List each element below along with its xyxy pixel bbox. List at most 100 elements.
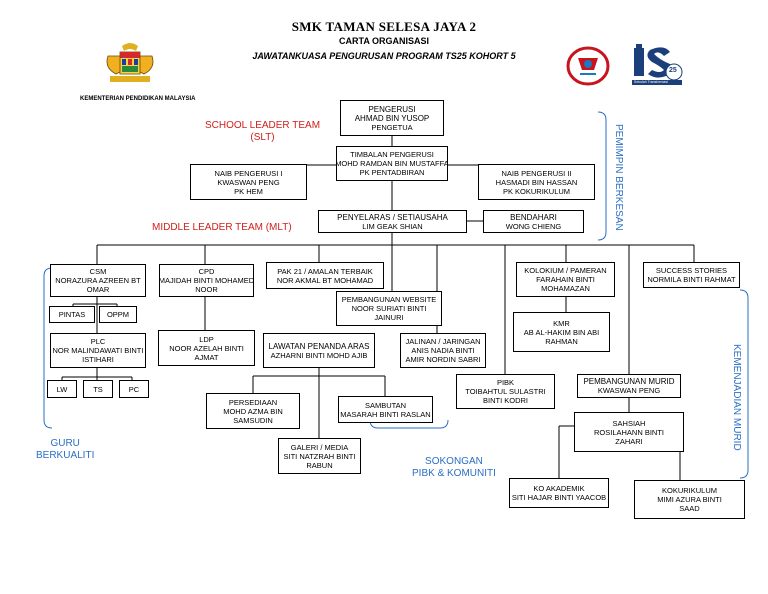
node-galeri: GALERI / MEDIA SITI NATZRAH BINTI RABUN bbox=[278, 438, 361, 474]
node-role: LDP bbox=[199, 334, 214, 344]
sokongan-label-line2: PIBK & KOMUNITI bbox=[412, 468, 496, 479]
school-title: SMK TAMAN SELESA JAYA 2 bbox=[291, 19, 477, 34]
node-person: HASMADI BIN HASSAN bbox=[495, 177, 578, 187]
node-sahsiah: SAHSIAH ROSILAHANN BINTI ZAHARI bbox=[574, 412, 684, 452]
ministry-label: KEMENTERIAN PENDIDIKAN MALAYSIA bbox=[80, 96, 196, 102]
node-person-cont: NOOR bbox=[195, 285, 218, 294]
node-pengerusi: PENGERUSI AHMAD BIN YUSOP PENGETUA bbox=[340, 100, 444, 136]
node-role: CSM bbox=[89, 267, 107, 276]
node-role: SAMBUTAN bbox=[364, 400, 407, 410]
node-role: CPD bbox=[198, 267, 215, 276]
node-role: PINTAS bbox=[58, 310, 86, 319]
node-person: AZHARNI BINTI MOHD AJIB bbox=[270, 350, 368, 360]
node-role: NAIB PENGERUSI I bbox=[214, 168, 283, 178]
node-lw: LW bbox=[47, 380, 77, 398]
node-bendahari: BENDAHARI WONG CHIENG bbox=[483, 210, 584, 233]
node-person: AHMAD BIN YUSOP bbox=[354, 113, 430, 123]
sokongan-bracket bbox=[369, 419, 449, 429]
node-role: PLC bbox=[90, 337, 106, 346]
node-person-cont: ZAHARI bbox=[615, 436, 643, 446]
node-pintas: PINTAS bbox=[49, 306, 95, 323]
node-role: OPPM bbox=[106, 310, 130, 319]
mlt-label: MIDDLE LEADER TEAM (MLT) bbox=[152, 222, 292, 233]
node-person: KWASWAN PENG bbox=[217, 177, 280, 187]
node-role: NAIB PENGERUSI II bbox=[501, 168, 572, 178]
node-person-cont: OMAR bbox=[86, 285, 110, 294]
node-role: PENGERUSI bbox=[368, 104, 416, 114]
node-timbalan: TIMBALAN PENGERUSI MOHD RAMDAN BIN MUSTA… bbox=[336, 146, 448, 181]
node-role: TIMBALAN PENGERUSI bbox=[350, 150, 434, 159]
ts25-number: 25 bbox=[669, 67, 677, 74]
kemenjadian-bracket bbox=[739, 289, 749, 479]
node-lawatan: LAWATAN PENANDA ARAS AZHARNI BINTI MOHD … bbox=[263, 333, 375, 368]
guru-label-line2: BERKUALITI bbox=[36, 450, 95, 461]
node-role: TS bbox=[93, 384, 103, 394]
node-post: PK PENTADBIRAN bbox=[359, 168, 425, 177]
node-person: ROSILAHANN BINTI bbox=[593, 427, 664, 437]
node-person: MOHD AZMA BIN bbox=[223, 406, 283, 416]
chart-title: CARTA ORGANISASI bbox=[339, 36, 429, 46]
node-person-cont: SAMSUDIN bbox=[233, 415, 273, 425]
node-role: BENDAHARI bbox=[510, 212, 557, 222]
node-person: ANIS NADIA BINTI bbox=[411, 346, 475, 355]
node-ts: TS bbox=[83, 380, 113, 398]
node-cpd: CPD MAJIDAH BINTI MOHAMED NOOR bbox=[159, 264, 254, 297]
node-person: MAJIDAH BINTI MOHAMED bbox=[159, 276, 254, 285]
ts25-caption: Sekolah Transformasi bbox=[634, 80, 668, 84]
node-person-cont: BINTI KODRI bbox=[482, 396, 528, 405]
node-ldp: LDP NOOR AZELAH BINTI AJMAT bbox=[158, 330, 255, 366]
slt-label-line1: SCHOOL LEADER TEAM bbox=[205, 120, 321, 131]
node-person: WONG CHIENG bbox=[505, 221, 562, 231]
guru-bracket bbox=[43, 267, 53, 429]
node-naib1: NAIB PENGERUSI I KWASWAN PENG PK HEM bbox=[190, 164, 307, 200]
kepimpinan-label: PEMIMPIN BERKESAN bbox=[613, 124, 624, 231]
node-sambutan: SAMBUTAN MASARAH BINTI RASLAN bbox=[338, 396, 433, 423]
node-role: SUCCESS STORIES bbox=[655, 266, 728, 275]
node-persediaan: PERSEDIAAN MOHD AZMA BIN SAMSUDIN bbox=[206, 393, 300, 429]
node-jalinan: JALINAN / JARINGAN ANIS NADIA BINTI AMIR… bbox=[400, 333, 486, 368]
node-person: MIMI AZURA BINTI bbox=[657, 495, 722, 504]
node-person: KWASWAN PENG bbox=[597, 386, 661, 395]
node-role: PAK 21 / AMALAN TERBAIK bbox=[277, 266, 373, 276]
slt-label: SCHOOL LEADER TEAM (SLT) bbox=[205, 120, 320, 144]
node-person: LIM GEAK SHIAN bbox=[362, 221, 423, 231]
slt-label-line2: (SLT) bbox=[250, 132, 275, 143]
node-penyelaras: PENYELARAS / SETIAUSAHA LIM GEAK SHIAN bbox=[318, 210, 467, 233]
node-person: FARAHAIN BINTI bbox=[536, 275, 595, 284]
guru-label: GURU BERKUALITI bbox=[36, 438, 94, 462]
node-role: SAHSIAH bbox=[612, 418, 646, 428]
node-pc: PC bbox=[119, 380, 149, 398]
node-person: MOHD RAMDAN BIN MUSTAFFA bbox=[336, 159, 448, 168]
node-person: MASARAH BINTI RASLAN bbox=[340, 409, 431, 419]
node-person-cont: JAINURI bbox=[374, 313, 404, 322]
ts25-logo-icon: 25 Sekolah Transformasi bbox=[630, 42, 684, 93]
node-role: PENYELARAS / SETIAUSAHA bbox=[337, 212, 448, 222]
node-kolokium: KOLOKIUM / PAMERAN FARAHAIN BINTI MOHAMA… bbox=[516, 262, 615, 297]
node-role: KOLOKIUM / PAMERAN bbox=[524, 266, 607, 275]
node-person: NORMILA BINTI RAHMAT bbox=[647, 275, 736, 284]
node-post: PK KOKURIKULUM bbox=[502, 186, 571, 196]
node-oppm: OPPM bbox=[99, 306, 137, 323]
node-role: GALERI / MEDIA bbox=[290, 442, 349, 452]
node-person-cont: RAHMAN bbox=[545, 336, 578, 346]
node-person: NOOR SURIATI BINTI bbox=[351, 304, 427, 313]
node-person: NORAZURA AZREEN BT bbox=[55, 276, 141, 285]
school-crest-icon bbox=[566, 46, 610, 91]
node-person: NOR AKMAL BT MOHAMAD bbox=[276, 275, 374, 285]
node-kmr: KMR AB AL-HAKIM BIN ABI RAHMAN bbox=[513, 312, 610, 352]
node-role: KOKURIKULUM bbox=[661, 486, 717, 495]
node-person: NOOR AZELAH BINTI bbox=[169, 343, 244, 353]
node-person: AB AL-HAKIM BIN ABI bbox=[523, 327, 600, 337]
kemenjadian-label: KEMENJADIAN MURID bbox=[731, 344, 742, 451]
node-person-cont: RABUN bbox=[306, 460, 333, 470]
node-role: JALINAN / JARINGAN bbox=[405, 337, 481, 346]
node-koakademik: KO AKADEMIK SITI HAJAR BINTI YAACOB bbox=[509, 478, 609, 508]
kepimpinan-bracket bbox=[597, 111, 607, 241]
node-role: PEMBANGUNAN WEBSITE bbox=[341, 295, 437, 304]
node-post: PK HEM bbox=[234, 186, 263, 196]
node-person: SITI NATZRAH BINTI bbox=[283, 451, 356, 461]
node-post: PENGETUA bbox=[371, 122, 413, 132]
node-person: TOIBAHTUL SULASTRI bbox=[465, 387, 546, 396]
node-pak21: PAK 21 / AMALAN TERBAIK NOR AKMAL BT MOH… bbox=[266, 262, 384, 289]
